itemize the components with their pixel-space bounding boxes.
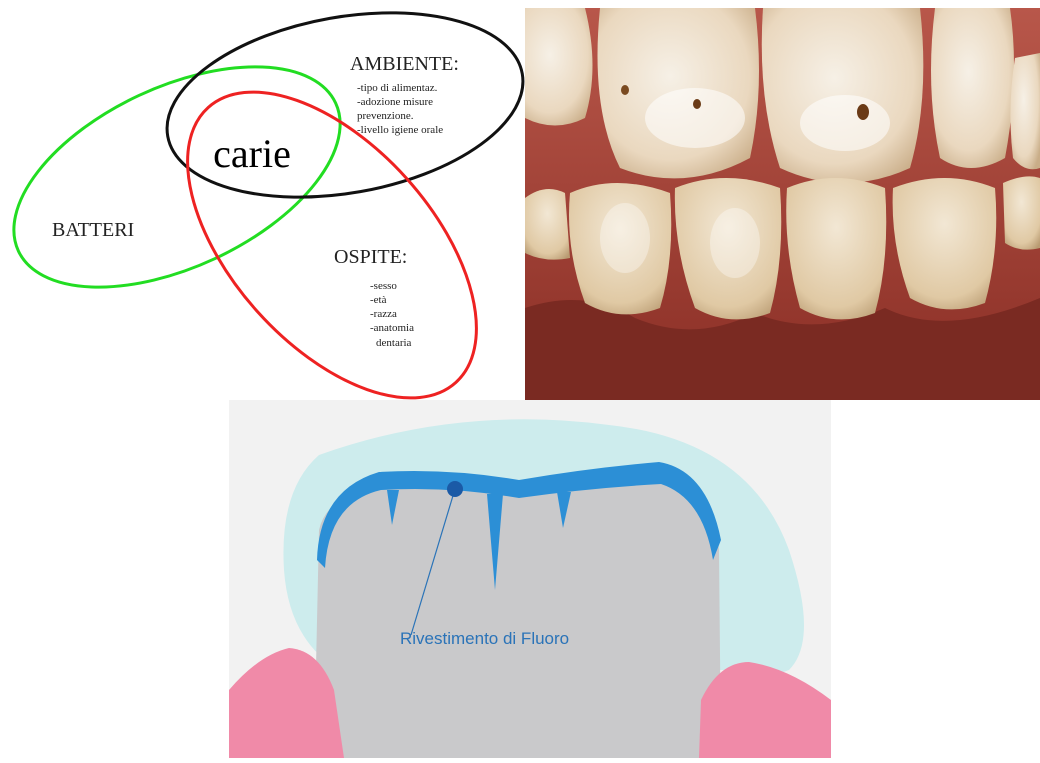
ambiente-item: -livello igiene orale bbox=[357, 124, 443, 136]
tooth-body bbox=[314, 478, 721, 758]
ospite-item: -età bbox=[370, 294, 387, 306]
fluoride-diagram: Rivestimento di Fluoro bbox=[229, 400, 831, 758]
ospite-item: -sesso bbox=[370, 280, 397, 292]
ospite-item: dentaria bbox=[376, 337, 412, 349]
ospite-label: OSPITE: bbox=[334, 246, 407, 268]
ambiente-label: AMBIENTE: bbox=[350, 53, 459, 75]
ambiente-item: -adozione misure bbox=[357, 96, 433, 108]
batteri-label: BATTERI bbox=[52, 219, 134, 241]
carie-label: carie bbox=[213, 131, 291, 176]
ospite-item: -razza bbox=[370, 308, 397, 320]
ospite-item: -anatomia bbox=[370, 322, 414, 334]
venn-diagram: carie BATTERI AMBIENTE: -tipo di aliment… bbox=[0, 0, 525, 400]
batteri-ellipse bbox=[0, 21, 374, 332]
fluoride-label: Rivestimento di Fluoro bbox=[400, 629, 569, 648]
ambiente-item: prevenzione. bbox=[357, 110, 414, 122]
teeth-photo bbox=[525, 8, 1040, 400]
ambiente-item: -tipo di alimentaz. bbox=[357, 82, 438, 94]
pointer-dot bbox=[447, 481, 463, 497]
